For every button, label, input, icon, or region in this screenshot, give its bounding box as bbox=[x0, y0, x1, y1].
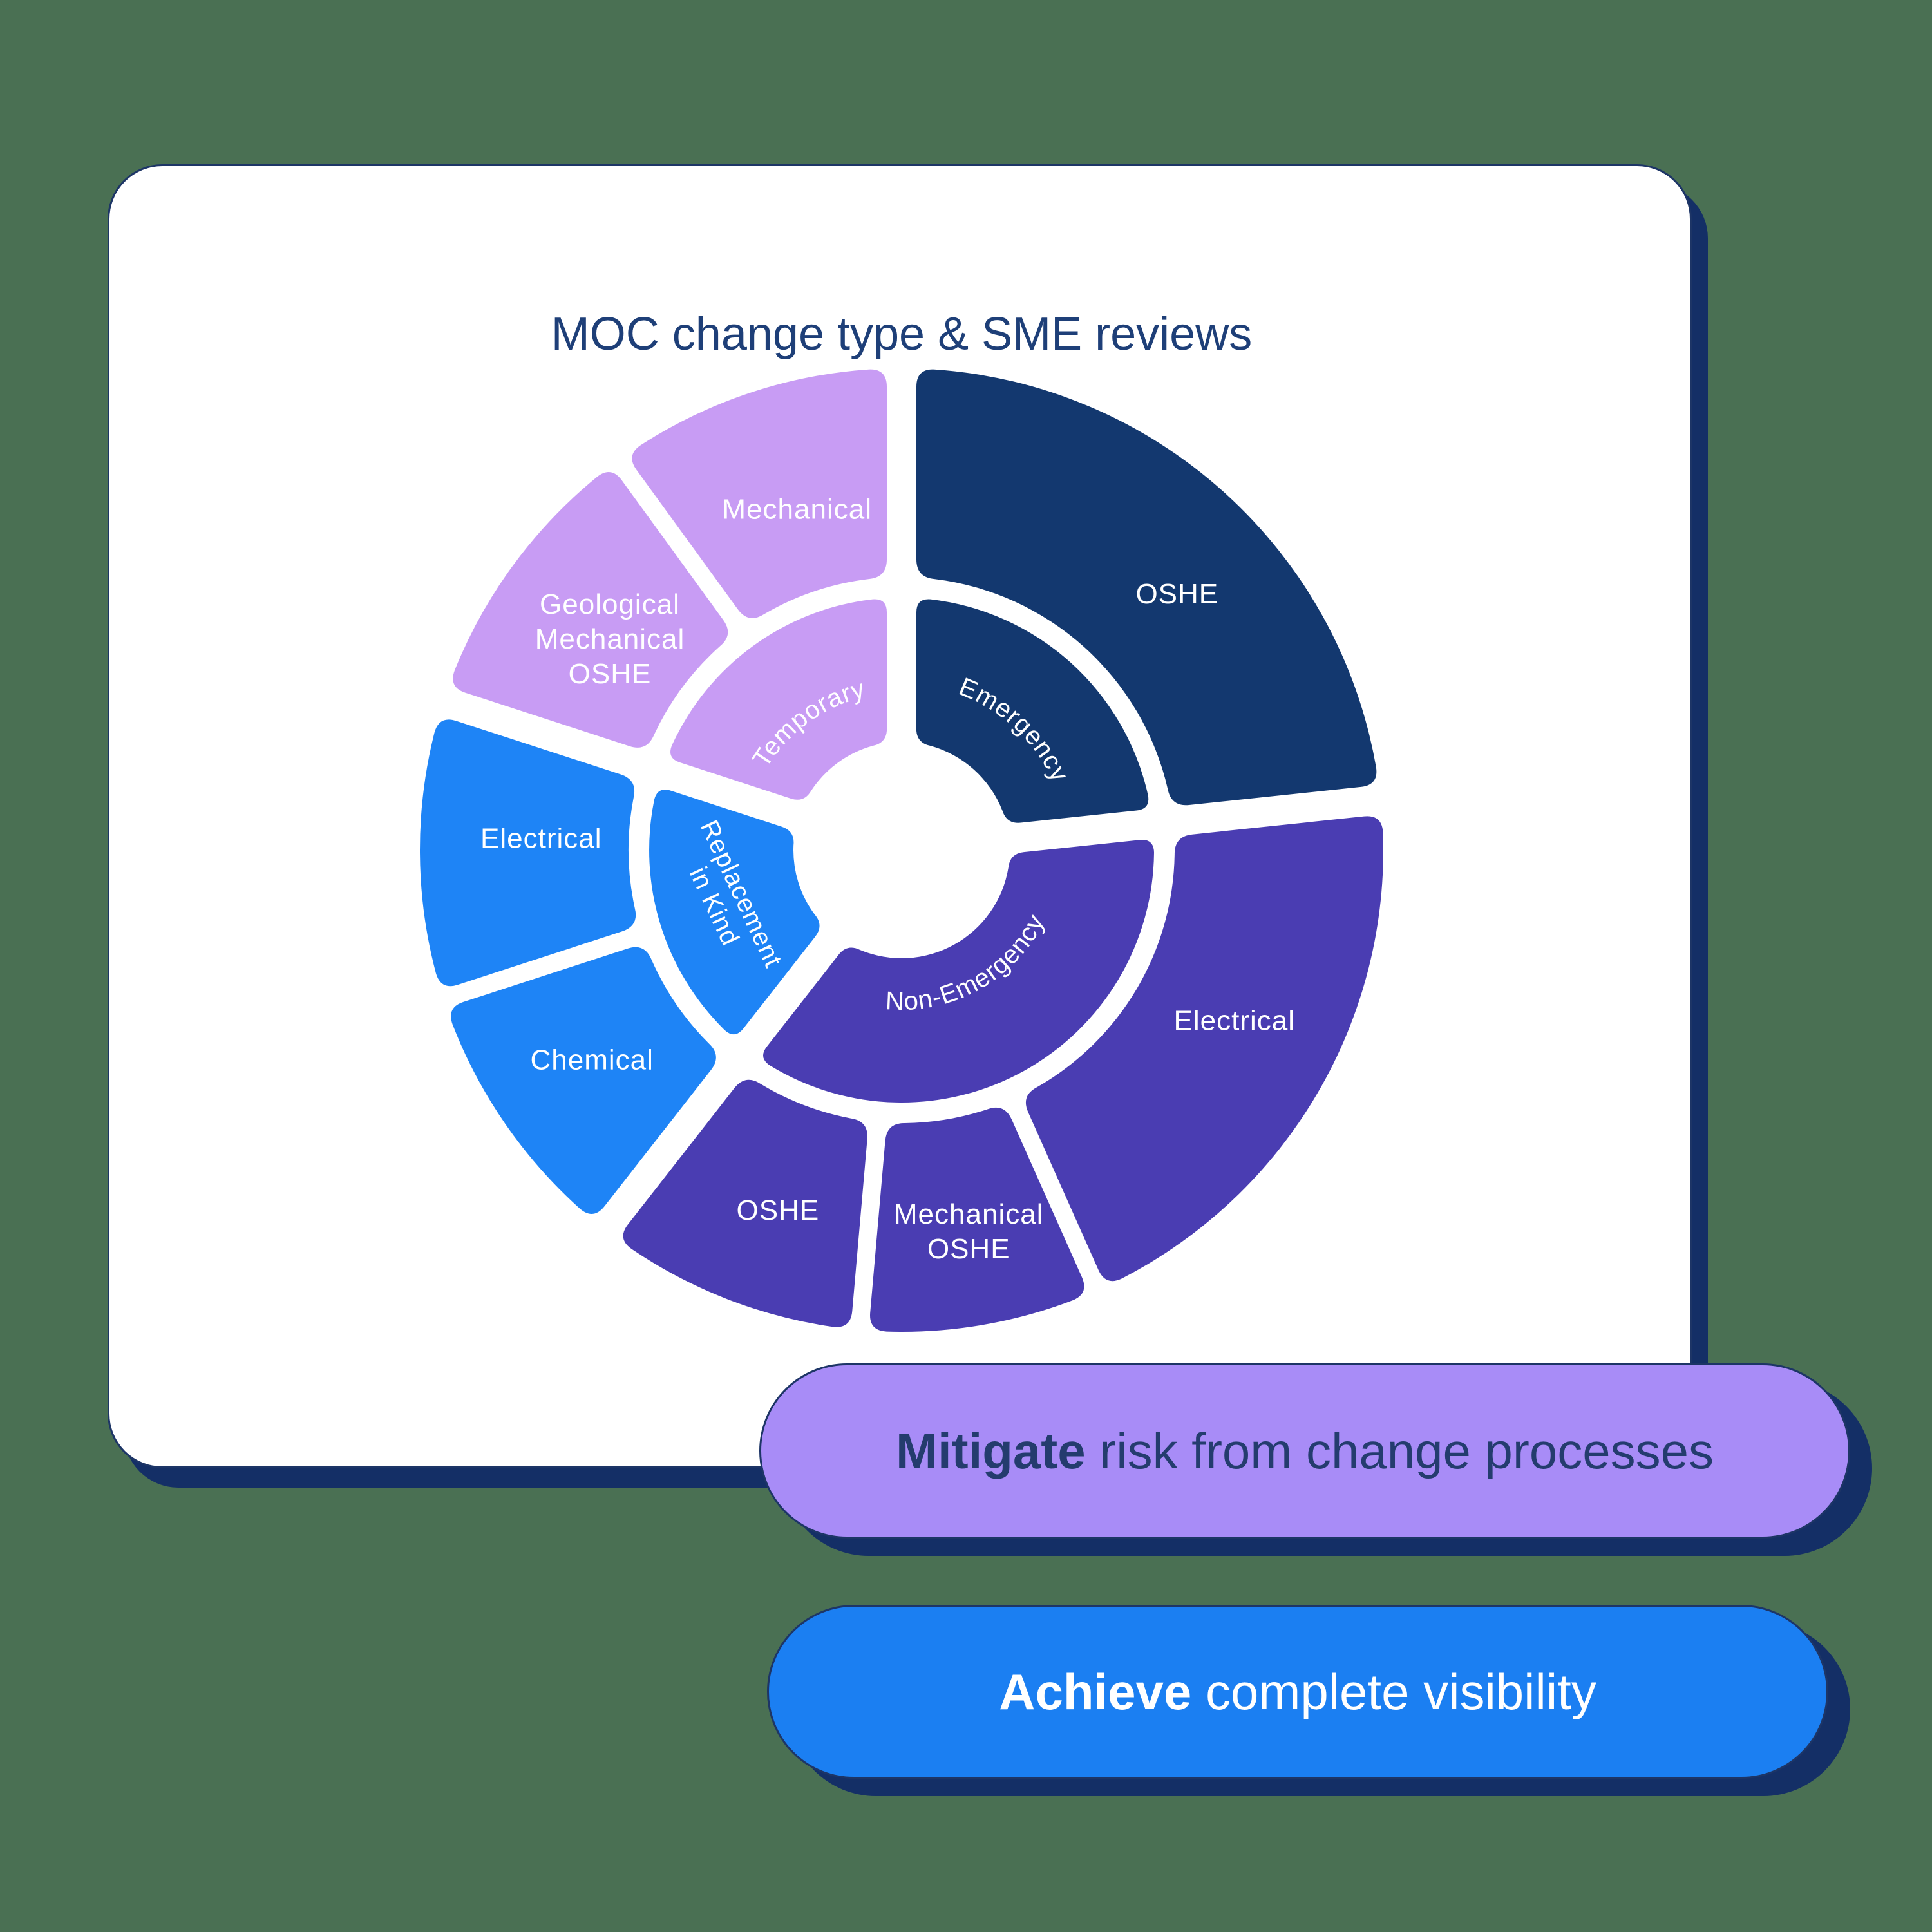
chart-title: MOC change type & SME reviews bbox=[551, 308, 1253, 360]
banner-rest-text: risk from change processes bbox=[1085, 1422, 1714, 1479]
banner-bold-word: Achieve bbox=[999, 1663, 1192, 1720]
banner-rest-text: complete visibility bbox=[1191, 1663, 1596, 1720]
banner-bold-word: Mitigate bbox=[895, 1422, 1086, 1479]
banner-mitigate-risk: Mitigate risk from change processes bbox=[759, 1363, 1850, 1539]
banner-achieve-visibility: Achieve complete visibility bbox=[767, 1605, 1828, 1779]
